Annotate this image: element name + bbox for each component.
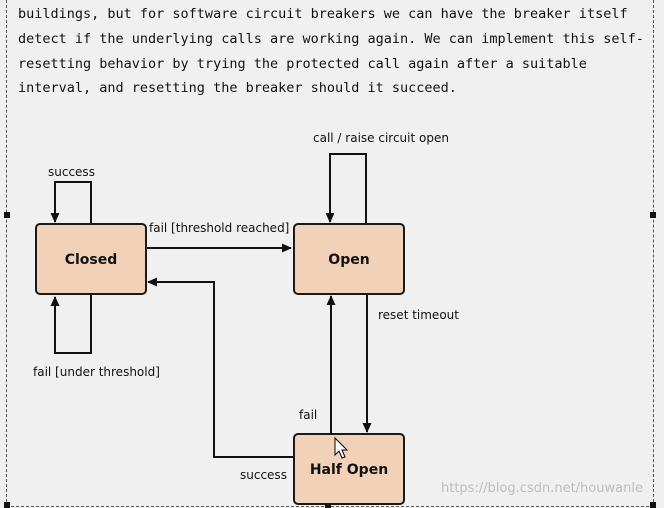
state-closed-label: Closed — [65, 252, 118, 268]
state-half-open: Half Open — [293, 433, 405, 505]
open-to-half-open-label: reset timeout — [378, 308, 459, 322]
closed-fail-loop-label: fail [under threshold] — [33, 365, 160, 379]
resize-handle-left[interactable] — [4, 212, 10, 218]
paragraph-line: detect if the underlying calls are worki… — [18, 30, 644, 47]
state-closed: Closed — [35, 223, 147, 295]
paragraph-line: buildings, but for software circuit brea… — [18, 6, 628, 22]
open-loop-label: call / raise circuit open — [313, 131, 449, 145]
watermark-text: https://blog.csdn.net/houwanle — [441, 481, 643, 496]
closed-to-open-label: fail [threshold reached] — [149, 221, 289, 235]
open-loop-arrow — [325, 153, 367, 224]
article-paragraph: buildings, but for software circuit brea… — [18, 2, 648, 101]
closed-success-loop-label: success — [48, 165, 95, 179]
resize-handle-right[interactable] — [650, 212, 656, 218]
half-open-to-closed-label: success — [240, 468, 287, 482]
half-open-to-open-label: fail — [299, 408, 317, 422]
paragraph-line: interval, and resetting the breaker shou… — [18, 80, 457, 97]
state-open-label: Open — [328, 252, 369, 268]
resize-handle-bottom-right[interactable] — [650, 502, 656, 508]
state-half-open-label: Half Open — [310, 462, 388, 478]
closed-success-loop-arrow — [50, 181, 92, 224]
mouse-cursor-icon — [334, 436, 349, 459]
closed-fail-loop-arrow — [50, 294, 92, 354]
state-open: Open — [293, 223, 405, 295]
resize-handle-bottom-left[interactable] — [4, 502, 10, 508]
paragraph-line: resetting behavior by trying the protect… — [18, 55, 587, 72]
half-open-to-closed-arrow — [147, 277, 294, 458]
